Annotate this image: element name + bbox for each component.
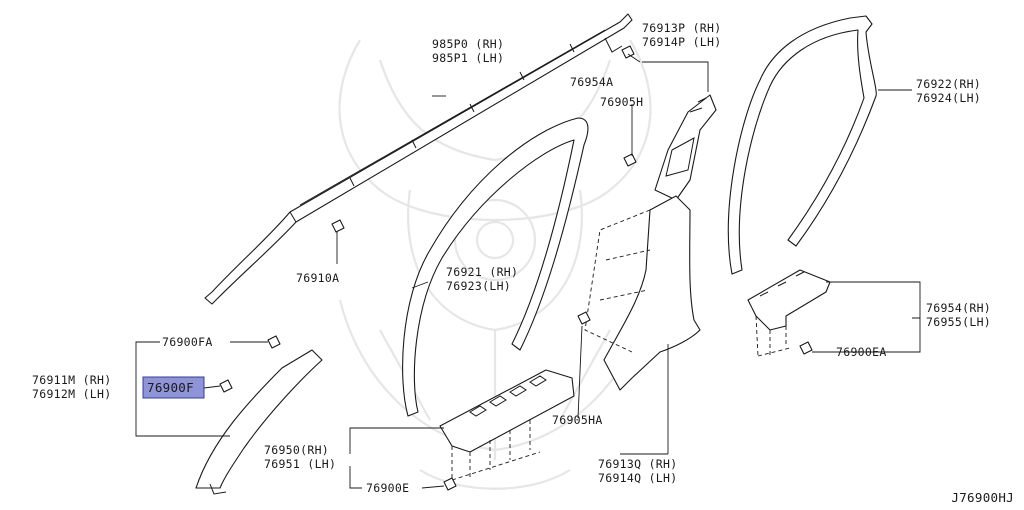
callout-label-76910a[interactable]: 76910A (296, 271, 339, 285)
callout-label-76911m[interactable]: 76911M (RH)76912M (LH) (32, 373, 111, 401)
callout-label-76913p[interactable]: 76913P (RH)76914P (LH) (642, 21, 721, 49)
callout-label-76954[interactable]: 76954(RH)76955(LH) (926, 301, 991, 329)
callout-labels: 985P0 (RH)985P1 (LH) 76913P (RH)76914P (… (32, 21, 1014, 505)
clip-76900f-icon (219, 379, 233, 393)
front-pillar-garnish-part (195, 349, 323, 495)
callout-label-985p0[interactable]: 985P0 (RH)985P1 (LH) (432, 37, 504, 65)
callout-label-76900f[interactable]: 76900F (147, 380, 194, 395)
curtain-airbag-part (204, 13, 633, 305)
callout-label-76913q[interactable]: 76913Q (RH)76914Q (LH) (598, 457, 677, 485)
callout-label-76900e[interactable]: 76900E (366, 481, 409, 495)
diagram-code: J76900HJ (951, 490, 1014, 505)
callout-label-76922[interactable]: 76922(RH)76924(LH) (916, 77, 981, 105)
rear-kicking-plate-part (747, 269, 831, 357)
clip-76910a-icon (331, 219, 345, 233)
clip-76900fa-icon (267, 335, 281, 349)
center-pillar-lower-part (584, 195, 701, 391)
callout-label-76905ha[interactable]: 76905HA (552, 413, 603, 427)
selected-part-highlight (142, 376, 205, 399)
clip-76905ha-icon (577, 311, 591, 325)
clip-icons (219, 45, 813, 491)
callout-label-76921[interactable]: 76921 (RH)76923(LH) (446, 265, 518, 293)
clip-76900e-icon (443, 477, 457, 491)
callout-label-76900fa[interactable]: 76900FA (162, 335, 213, 349)
callout-label-76954a[interactable]: 76954A (570, 75, 613, 89)
clip-76900ea-icon (799, 341, 813, 355)
leader-lines (135, 53, 921, 489)
callout-label-76950[interactable]: 76950(RH)76951 (LH) (264, 443, 336, 471)
callout-label-76900ea[interactable]: 76900EA (836, 345, 887, 359)
front-kicking-plate-part (439, 369, 575, 481)
rear-door-weatherstrip-part (727, 15, 877, 275)
callout-label-76905h[interactable]: 76905H (600, 95, 643, 109)
center-pillar-upper-part (654, 94, 717, 201)
front-door-weatherstrip-part (402, 117, 589, 417)
clip-76954a-icon (621, 45, 635, 59)
clip-76905h-icon (623, 153, 637, 167)
